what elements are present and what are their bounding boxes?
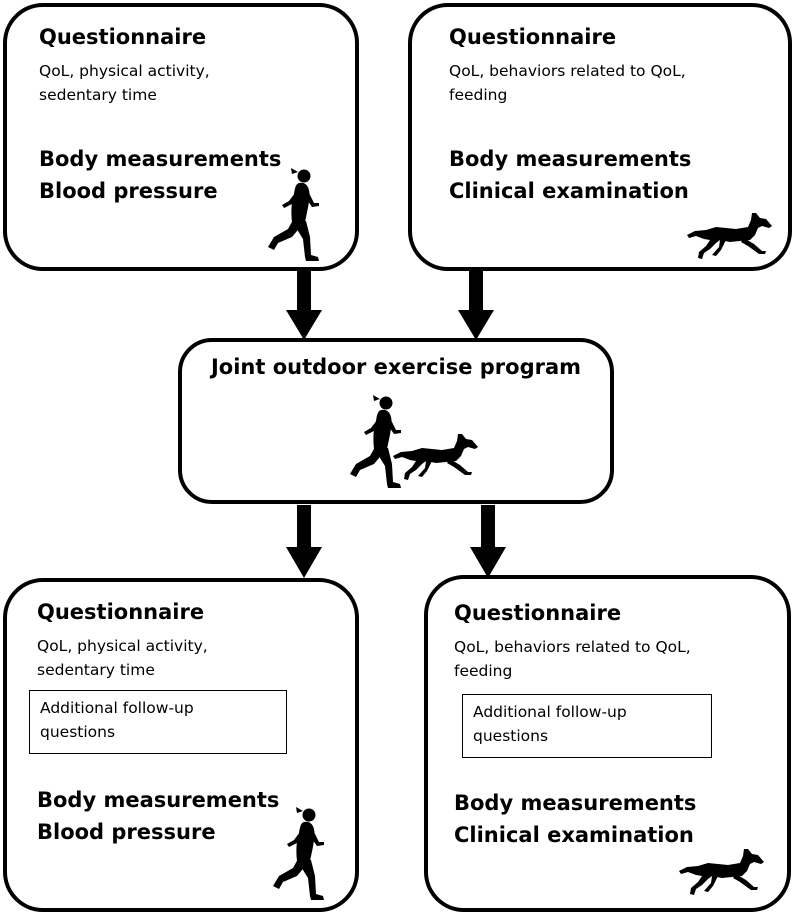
human-baseline-box: Questionnaire QoL, physical activity, se… xyxy=(3,3,359,271)
questionnaire-title: Questionnaire xyxy=(449,25,617,49)
runner-icon xyxy=(273,807,324,900)
questionnaire-topics: QoL, behaviors related to QoL, feeding xyxy=(454,638,691,680)
followup-questions-note: Additional follow-up questions xyxy=(462,694,712,758)
arrow-program-to-dog xyxy=(470,505,506,578)
arrow-dog-to-program xyxy=(458,270,494,340)
measurements-list: Body measurements Clinical examination xyxy=(454,791,697,847)
dog-baseline-box: Questionnaire QoL, behaviors related to … xyxy=(408,3,792,271)
runner-icon xyxy=(268,168,319,261)
questionnaire-topics: QoL, physical activity, sedentary time xyxy=(39,62,210,104)
followup-questions-note: Additional follow-up questions xyxy=(29,690,287,754)
dog-icon xyxy=(679,849,764,895)
questionnaire-title: Questionnaire xyxy=(37,600,205,624)
measurements-list: Body measurements Clinical examination xyxy=(449,147,692,203)
dog-icon xyxy=(393,434,478,480)
measurements-list: Body measurements Blood pressure xyxy=(39,147,282,203)
dog-followup-box: Questionnaire QoL, behaviors related to … xyxy=(424,575,791,912)
arrow-program-to-human xyxy=(286,505,322,578)
questionnaire-topics: QoL, physical activity, sedentary time xyxy=(37,637,208,679)
measurements-list: Body measurements Blood pressure xyxy=(37,788,280,844)
program-title: Joint outdoor exercise program xyxy=(210,355,582,379)
questionnaire-topics: QoL, behaviors related to QoL, feeding xyxy=(449,62,686,104)
exercise-program-box: Joint outdoor exercise program xyxy=(178,338,614,504)
dog-icon xyxy=(687,213,772,259)
questionnaire-title: Questionnaire xyxy=(454,601,622,625)
arrow-human-to-program xyxy=(286,270,322,340)
questionnaire-title: Questionnaire xyxy=(39,25,207,49)
human-followup-box: Questionnaire QoL, physical activity, se… xyxy=(3,578,359,912)
